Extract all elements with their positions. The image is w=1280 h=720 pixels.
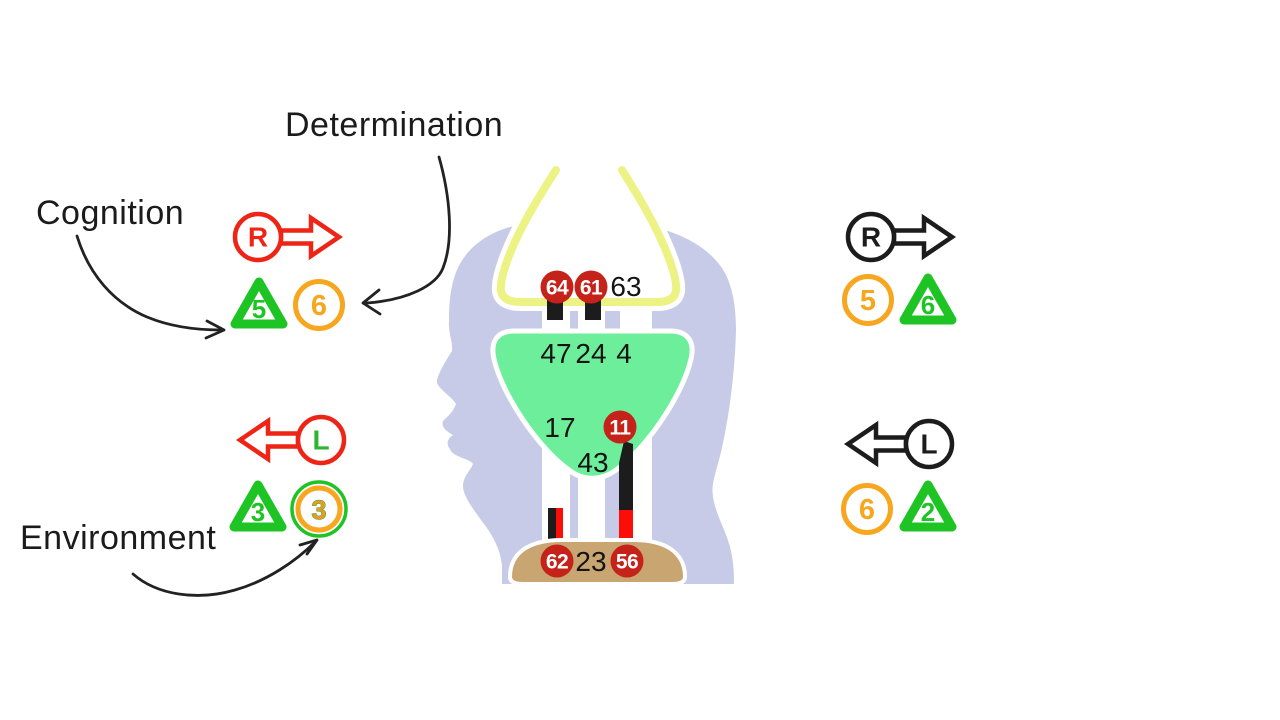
marker-61-circle <box>574 270 608 304</box>
badge-circle-6: 6 <box>293 279 345 331</box>
right-bar-red <box>619 510 633 542</box>
marker-11-circle <box>603 410 637 444</box>
right-arrow-icon <box>278 213 344 261</box>
tag-left-top: R <box>232 211 344 263</box>
marker-62-circle <box>540 544 574 578</box>
badge-value: 2 <box>921 497 935 527</box>
badge-value: 5 <box>860 285 876 317</box>
left-bar-red <box>556 508 563 542</box>
marker-4-value: 4 <box>616 338 632 369</box>
tag-ring <box>295 414 347 466</box>
marker-43-value: 43 <box>577 447 608 478</box>
badge-circle-5: 5 <box>842 274 894 326</box>
marker-24-value: 24 <box>575 338 606 369</box>
badge-double-circle-3: 3 <box>290 480 348 538</box>
tag-letter: R <box>861 222 881 253</box>
tag-right-top: R <box>845 211 957 263</box>
determination-arrow <box>361 155 451 316</box>
environment-arrow <box>131 538 319 597</box>
circle-icon <box>293 279 345 331</box>
tag-letter: R <box>248 222 268 253</box>
marker-56-circle <box>610 544 644 578</box>
cognition-label: Cognition <box>36 194 185 232</box>
tag-ring <box>845 211 897 263</box>
tag-letter: L <box>312 425 329 456</box>
plug-right <box>585 300 601 320</box>
marker-56-value: 56 <box>616 551 638 574</box>
badge-value: 6 <box>311 290 327 322</box>
badge-value: 5 <box>252 294 266 324</box>
environment-label: Environment <box>20 519 217 557</box>
tag-ring <box>903 418 955 470</box>
left-arrow-icon <box>235 416 301 464</box>
brain-region <box>490 328 695 481</box>
determination-label: Determination <box>285 106 504 144</box>
badge-triangle-3: 3 <box>229 480 287 532</box>
left-bar-black <box>548 508 556 542</box>
marker-23-value: 23 <box>575 546 606 577</box>
tag-left-bottom: L <box>235 414 347 466</box>
badge-triangle-2: 2 <box>899 480 957 532</box>
badge-value: 6 <box>859 494 875 526</box>
cognition-arrow <box>75 234 226 340</box>
tag-ring <box>232 211 284 263</box>
triangle-icon <box>230 277 288 329</box>
circle-icon <box>842 274 894 326</box>
marker-61-value: 61 <box>580 277 603 300</box>
left-arrow-icon <box>843 420 909 468</box>
marker-63-value: 63 <box>610 271 641 302</box>
triangle-icon <box>899 480 957 532</box>
badge-value: 3 <box>311 495 326 525</box>
marker-64-value: 64 <box>546 277 569 300</box>
marker-64-circle <box>540 270 574 304</box>
triangle-icon <box>899 273 957 325</box>
marker-62-value: 62 <box>546 551 568 574</box>
circle-icon <box>841 483 893 535</box>
marker-47-value: 47 <box>540 338 571 369</box>
triangle-icon <box>229 480 287 532</box>
tag-right-bottom: L <box>843 418 955 470</box>
plug-left <box>547 300 563 320</box>
badge-value: 6 <box>921 290 935 320</box>
badge-triangle-5: 5 <box>230 277 288 329</box>
marker-11-value: 11 <box>609 417 631 440</box>
inner-ring-icon <box>295 485 343 533</box>
badge-value: 3 <box>251 497 265 527</box>
right-bar-black <box>619 441 633 511</box>
marker-17-value: 17 <box>544 412 575 443</box>
right-arrow-icon <box>891 213 957 261</box>
tag-letter: L <box>920 429 937 460</box>
badge-triangle-6: 6 <box>899 273 957 325</box>
badge-circle-6b: 6 <box>841 483 893 535</box>
